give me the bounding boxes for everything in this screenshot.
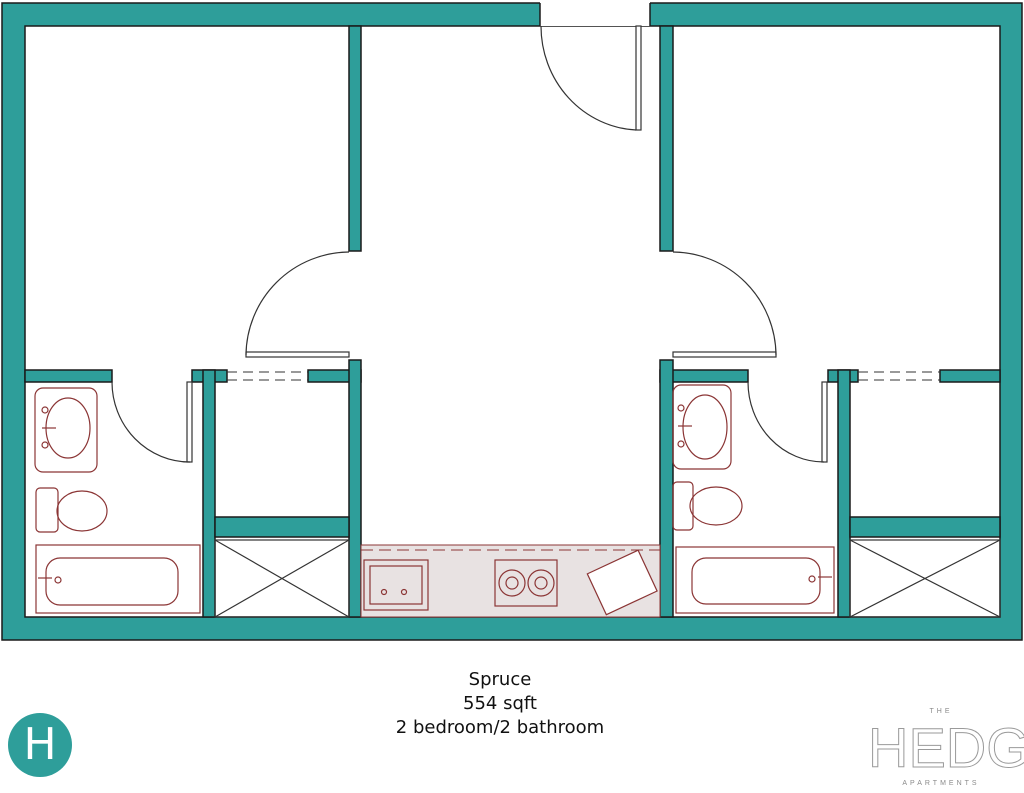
right-sink: [672, 384, 732, 470]
h-circle-logo-icon: H: [8, 713, 72, 777]
stove: [494, 559, 558, 607]
left-linen-closet: [214, 539, 350, 618]
left-sink: [34, 387, 98, 473]
left-bathtub: [35, 544, 201, 614]
hedge-wordmark-icon: THE HEDGE APARTMENTS: [868, 708, 1024, 793]
brand-the: THE: [929, 708, 953, 715]
entry-door: [540, 25, 642, 131]
right-bathtub: [675, 546, 835, 614]
floor-plan: [1, 2, 1023, 641]
right-bath-door: [747, 381, 828, 463]
right-bedroom-door: [672, 251, 777, 358]
dishwasher: [586, 549, 658, 616]
right-toilet: [672, 481, 743, 531]
brand-name: HEDGE: [868, 716, 1024, 779]
floorplan-caption: Spruce 554 sqft 2 bedroom/2 bathroom: [0, 668, 1000, 740]
unit-name: Spruce: [468, 669, 532, 690]
right-linen-closet: [849, 539, 1001, 618]
left-toilet: [35, 487, 108, 533]
interior-walls: [24, 25, 1001, 618]
left-bedroom-door: [245, 251, 350, 358]
unit-area: 554 sqft: [463, 693, 537, 714]
kitchen-sink: [363, 559, 429, 611]
left-bath-door: [111, 381, 193, 463]
logo-letter: H: [23, 719, 57, 770]
closet-sliding-doors: [227, 371, 940, 381]
unit-layout: 2 bedroom/2 bathroom: [395, 717, 605, 738]
entry-opening: [540, 2, 650, 26]
brand-tagline: APARTMENTS: [902, 780, 980, 787]
